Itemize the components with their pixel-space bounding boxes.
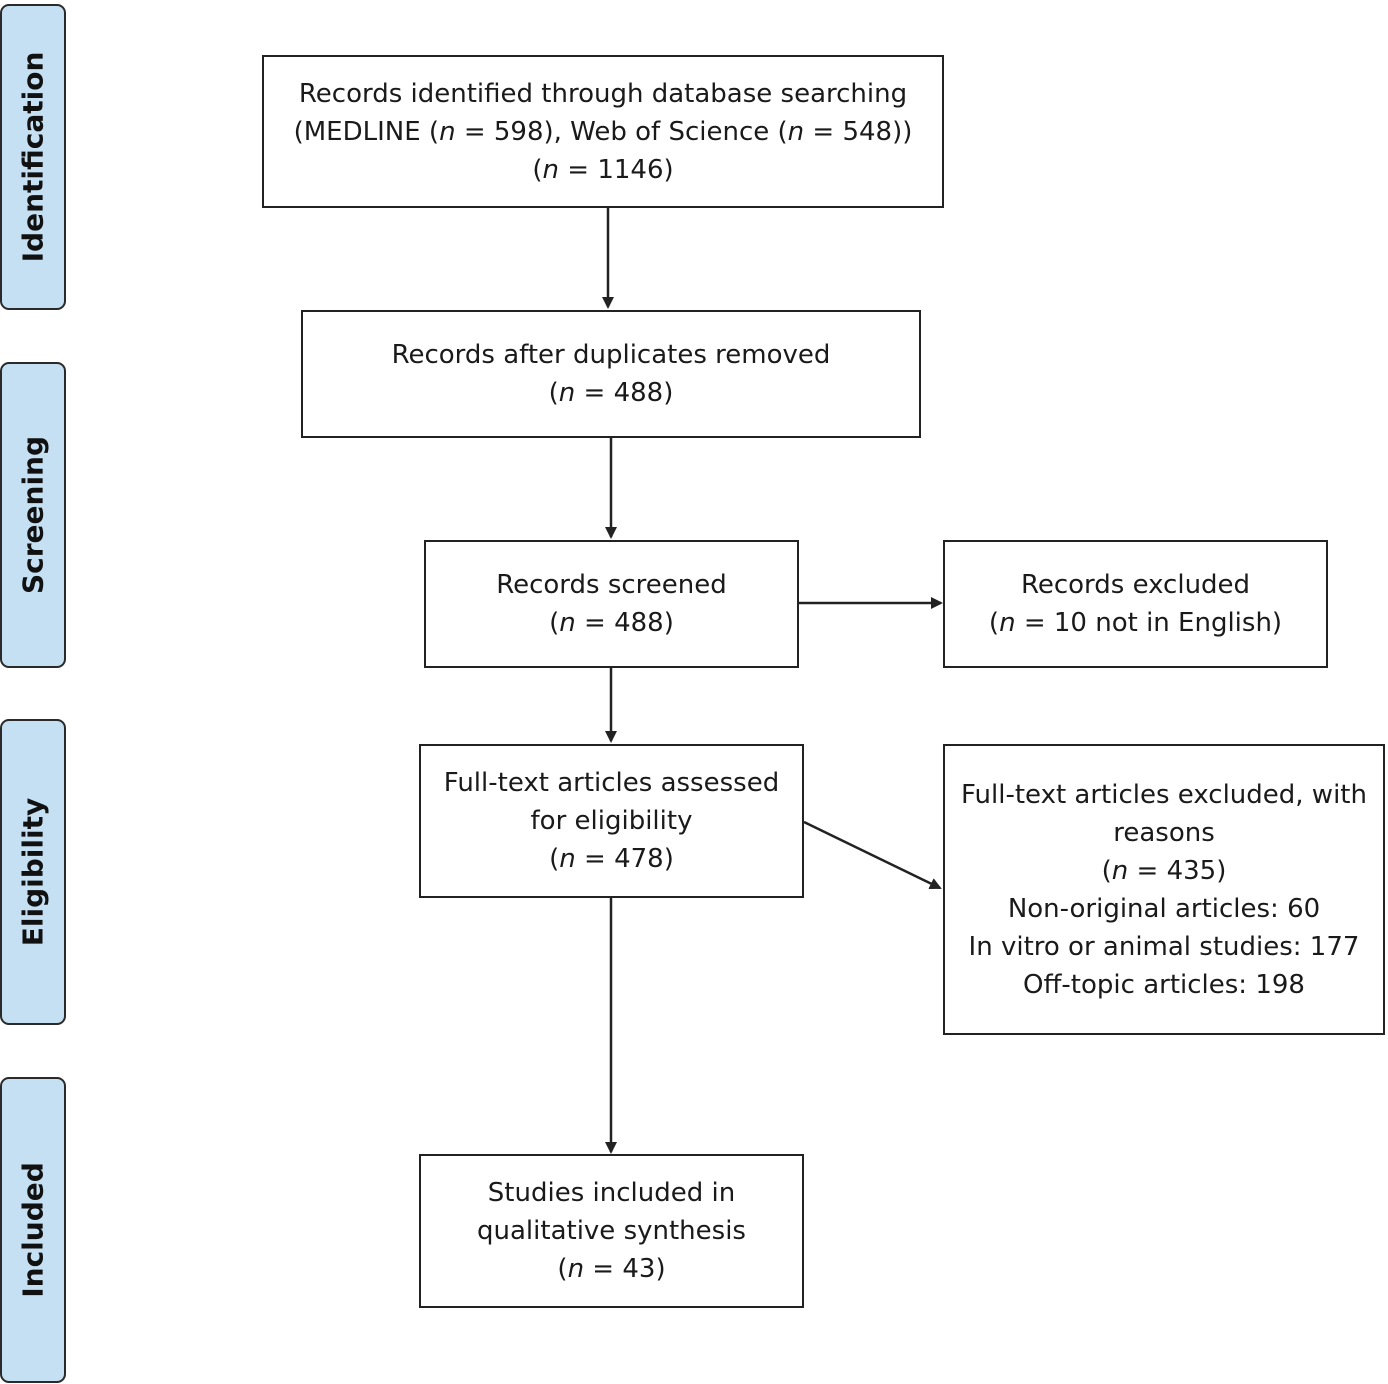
- arrow-fulltext-to-excluded: [803, 820, 942, 890]
- exclusion-reason-off-topic: Off-topic articles: 198: [1023, 969, 1305, 1000]
- box-duplicates-removed: Records after duplicates removed (n = 48…: [301, 310, 921, 438]
- exclusion-reason-non-original: Non-original articles: 60: [1007, 893, 1321, 924]
- stage-identification: Identification: [0, 4, 66, 310]
- fulltext-assessed-line1: Full-text articles assessed: [443, 768, 780, 798]
- box-fulltext-excluded: Full-text articles excluded, with reason…: [943, 744, 1385, 1035]
- box-records-screened: Records screened (n = 488): [424, 540, 799, 668]
- fulltext-assessed-line2: for eligibility: [530, 806, 693, 836]
- identified-line1: Records identified through database sear…: [298, 78, 908, 109]
- screened-line2: (n = 488): [549, 608, 674, 638]
- included-line2: qualitative synthesis: [477, 1216, 746, 1246]
- excluded-records-line2: (n = 10 not in English): [988, 608, 1283, 638]
- fulltext-excluded-line2: reasons: [1113, 817, 1215, 848]
- included-line3: (n = 43): [557, 1254, 666, 1284]
- fulltext-assessed-line3: (n = 478): [549, 844, 674, 874]
- box-fulltext-assessed: Full-text articles assessed for eligibil…: [419, 744, 804, 898]
- excluded-records-line1: Records excluded: [1020, 570, 1251, 600]
- fulltext-excluded-line3: (n = 435): [1101, 855, 1227, 886]
- stage-screening: Screening: [0, 362, 66, 668]
- identified-line2: (MEDLINE (n = 598), Web of Science (n = …: [293, 116, 913, 147]
- box-studies-included: Studies included in qualitative synthesi…: [419, 1154, 804, 1308]
- stage-eligibility: Eligibility: [0, 719, 66, 1025]
- screened-line1: Records screened: [496, 570, 727, 600]
- deduplicated-line1: Records after duplicates removed: [391, 340, 831, 370]
- box-records-identified: Records identified through database sear…: [262, 55, 944, 208]
- included-line1: Studies included in: [487, 1178, 736, 1208]
- deduplicated-line2: (n = 488): [548, 378, 674, 408]
- stage-included: Included: [0, 1077, 66, 1383]
- fulltext-excluded-line1: Full-text articles excluded, with: [961, 779, 1367, 810]
- exclusion-reason-in-vitro: In vitro or animal studies: 177: [968, 931, 1360, 962]
- box-records-excluded: Records excluded (n = 10 not in English): [943, 540, 1328, 668]
- identified-line3: (n = 1146): [532, 154, 674, 185]
